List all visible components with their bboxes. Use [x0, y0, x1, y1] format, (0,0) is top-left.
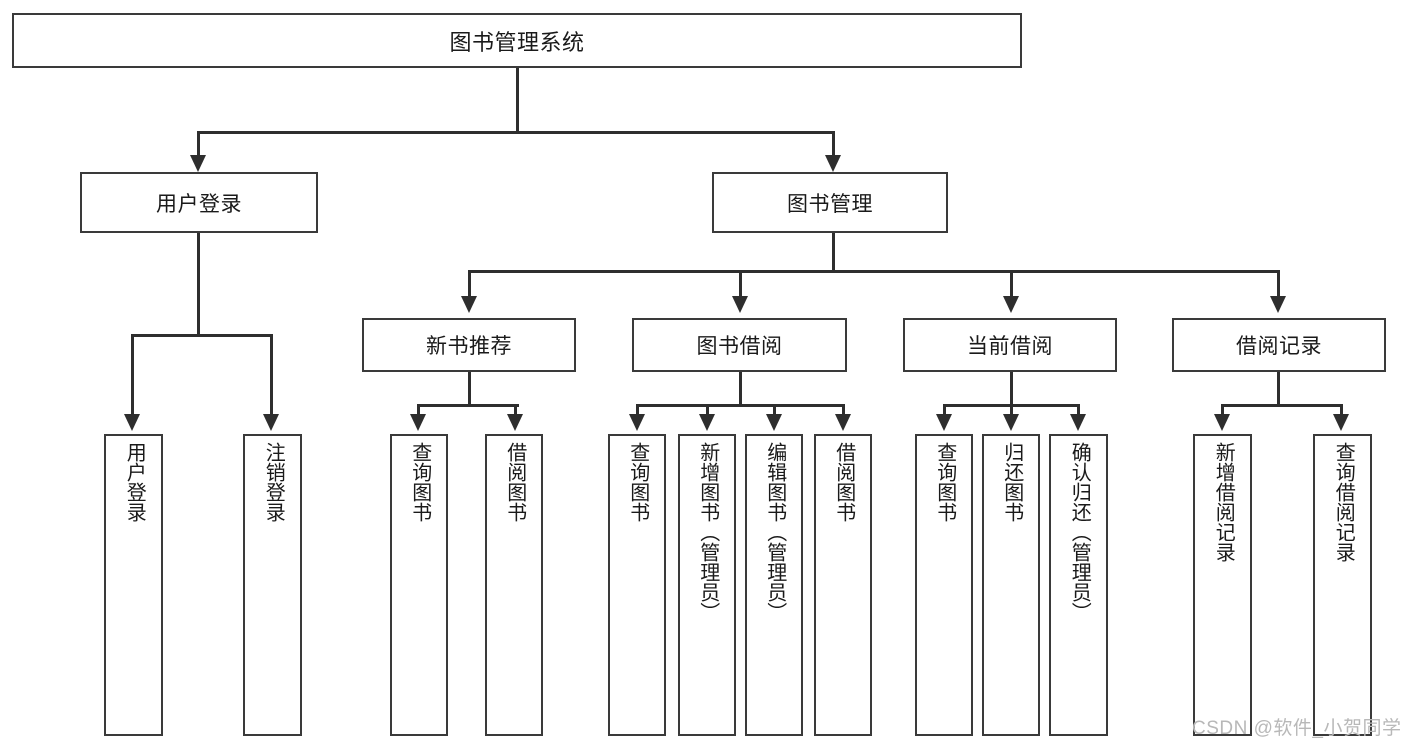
leaf-label: 借阅图书: [503, 442, 526, 522]
connector-drop-leaf-return-book: [1010, 404, 1013, 416]
arrow-to-leaf-edit-book: [766, 414, 782, 431]
node-leaf-query-record[interactable]: 查询借阅记录: [1313, 434, 1372, 736]
arrow-to-borrow-record: [1270, 296, 1286, 313]
arrow-to-new-book-recommend: [461, 296, 477, 313]
connector-drop-leaf-confirm-return: [1077, 404, 1080, 416]
leaf-label: 查询图书: [408, 442, 431, 522]
arrow-to-leaf-borrow-book-1: [507, 414, 523, 431]
node-borrow-record[interactable]: 借阅记录: [1172, 318, 1386, 372]
leaf-label: 借阅图书: [832, 442, 855, 522]
leaf-label: 编辑图书（管理员）: [763, 442, 786, 622]
leaf-label: 查询图书: [626, 442, 649, 522]
connector-new-book-recommend-bar: [417, 404, 519, 407]
leaf-label: 用户登录: [123, 442, 146, 522]
connector-book-borrow-bar: [636, 404, 844, 407]
connector-drop-leaf-query-record: [1340, 404, 1343, 416]
arrow-to-leaf-query-book-2: [629, 414, 645, 431]
leaf-label: 新增借阅记录: [1212, 442, 1235, 562]
connector-level2-bar: [468, 270, 1279, 273]
node-leaf-confirm-return[interactable]: 确认归还（管理员）: [1049, 434, 1108, 736]
connector-drop-leaf-user-login: [131, 334, 134, 416]
connector-borrow-record-bar: [1221, 404, 1342, 407]
connector-user-login-bar: [131, 334, 272, 337]
node-book-borrow[interactable]: 图书借阅: [632, 318, 847, 372]
arrow-to-leaf-query-book-3: [936, 414, 952, 431]
arrow-to-leaf-query-book-1: [410, 414, 426, 431]
node-leaf-borrow-book-1[interactable]: 借阅图书: [485, 434, 543, 736]
node-current-borrow[interactable]: 当前借阅: [903, 318, 1117, 372]
arrow-to-book-borrow: [732, 296, 748, 313]
connector-drop-leaf-add-book: [706, 404, 709, 416]
node-leaf-add-book[interactable]: 新增图书（管理员）: [678, 434, 736, 736]
csdn-watermark: CSDN @软件_小贺同学: [1192, 718, 1402, 739]
node-root-system[interactable]: 图书管理系统: [12, 13, 1022, 68]
node-leaf-user-login[interactable]: 用户登录: [104, 434, 163, 736]
leaf-label: 查询图书: [933, 442, 956, 522]
leaf-label: 归还图书: [1000, 442, 1023, 522]
connector-book-borrow-stem: [739, 372, 742, 405]
arrow-to-leaf-borrow-book-2: [835, 414, 851, 431]
node-leaf-add-record[interactable]: 新增借阅记录: [1193, 434, 1252, 736]
node-leaf-query-book-3[interactable]: 查询图书: [915, 434, 973, 736]
node-leaf-query-book-2[interactable]: 查询图书: [608, 434, 666, 736]
connector-drop-leaf-query-book-2: [636, 404, 639, 416]
leaf-label: 注销登录: [262, 442, 285, 522]
arrow-to-leaf-query-record: [1333, 414, 1349, 431]
connector-drop-leaf-logout-login: [270, 334, 273, 416]
connector-drop-leaf-borrow-book-2: [842, 404, 845, 416]
node-leaf-query-book-1[interactable]: 查询图书: [390, 434, 448, 736]
node-user-login[interactable]: 用户登录: [80, 172, 318, 233]
connector-drop-leaf-query-book-3: [943, 404, 946, 416]
node-book-management[interactable]: 图书管理: [712, 172, 948, 233]
connector-drop-book-borrow: [739, 270, 742, 298]
node-leaf-return-book[interactable]: 归还图书: [982, 434, 1040, 736]
arrow-to-user-login: [190, 155, 206, 172]
arrow-to-current-borrow: [1003, 296, 1019, 313]
connector-drop-leaf-edit-book: [773, 404, 776, 416]
arrow-to-leaf-return-book: [1003, 414, 1019, 431]
leaf-label: 新增图书（管理员）: [696, 442, 719, 622]
connector-drop-leaf-query-book-1: [417, 404, 420, 416]
connector-drop-leaf-add-record: [1221, 404, 1224, 416]
leaf-label: 确认归还（管理员）: [1068, 442, 1091, 622]
connector-level1-drop-book-management: [832, 131, 835, 157]
connector-root-stem: [516, 68, 519, 132]
connector-drop-leaf-borrow-book-1: [514, 404, 517, 416]
arrow-to-leaf-logout-login: [263, 414, 279, 431]
connector-drop-new-book-recommend: [468, 270, 471, 298]
leaf-label: 查询借阅记录: [1332, 442, 1355, 562]
arrow-to-leaf-confirm-return: [1070, 414, 1086, 431]
arrow-to-leaf-user-login: [124, 414, 140, 431]
connector-level1-drop-user-login: [197, 131, 200, 157]
arrow-to-leaf-add-record: [1214, 414, 1230, 431]
connector-drop-borrow-record: [1277, 270, 1280, 298]
arrow-to-leaf-add-book: [699, 414, 715, 431]
connector-user-login-stem: [197, 233, 200, 335]
connector-level1-bar: [197, 131, 834, 134]
arrow-to-book-management: [825, 155, 841, 172]
connector-new-book-recommend-stem: [468, 372, 471, 405]
node-leaf-logout-login[interactable]: 注销登录: [243, 434, 302, 736]
connector-book-management-stem: [832, 233, 835, 272]
connector-drop-current-borrow: [1010, 270, 1013, 298]
connector-borrow-record-stem: [1277, 372, 1280, 405]
connector-current-borrow-stem: [1010, 372, 1013, 405]
node-new-book-recommend[interactable]: 新书推荐: [362, 318, 576, 372]
node-leaf-borrow-book-2[interactable]: 借阅图书: [814, 434, 872, 736]
node-leaf-edit-book[interactable]: 编辑图书（管理员）: [745, 434, 803, 736]
